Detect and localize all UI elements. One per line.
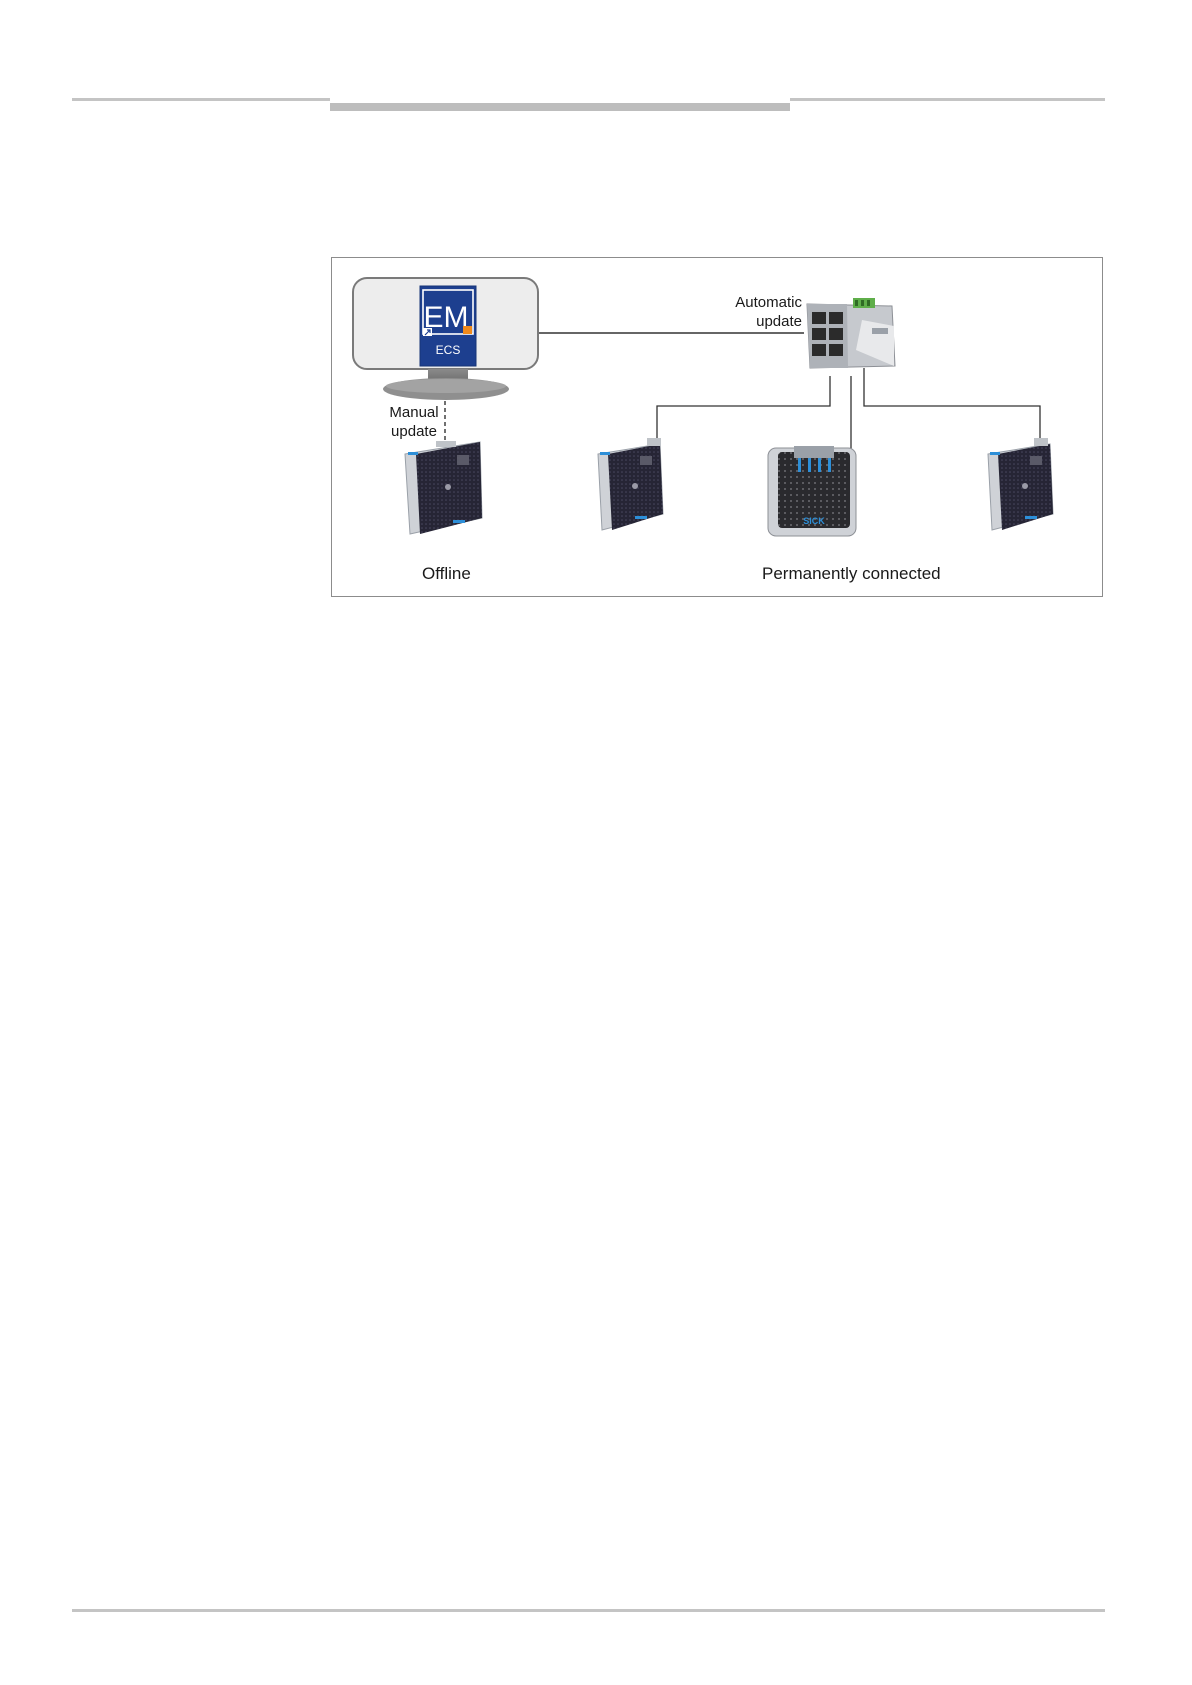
sick-brand-label: SICK bbox=[803, 516, 825, 526]
switch-reader-1-link bbox=[657, 376, 830, 438]
header-rule-left bbox=[72, 98, 330, 101]
manual-update-label-line2: update bbox=[384, 422, 444, 441]
connected-rfid-reader-3 bbox=[988, 438, 1053, 530]
switch-reader-3-link bbox=[864, 368, 1040, 438]
connected-rfid-reader-1 bbox=[598, 438, 663, 530]
offline-rfid-reader bbox=[405, 441, 482, 534]
header-rule-center bbox=[330, 103, 790, 111]
ecs-app-icon: EM ECS bbox=[420, 286, 476, 366]
offline-label: Offline bbox=[422, 564, 471, 583]
ecs-caption: ECS bbox=[436, 343, 461, 357]
permanently-connected-label: Permanently connected bbox=[762, 564, 941, 583]
network-switch-icon bbox=[807, 298, 895, 368]
automatic-update-label-line1: Automatic bbox=[692, 293, 802, 312]
footer-rule bbox=[72, 1609, 1105, 1612]
connected-rfid-reader-2: SICK bbox=[768, 446, 856, 536]
automatic-update-label-line2: update bbox=[692, 312, 802, 331]
network-diagram-figure: EM ECS bbox=[331, 257, 1103, 597]
header-rule-right bbox=[790, 98, 1105, 101]
manual-update-label-line1: Manual bbox=[384, 403, 444, 422]
